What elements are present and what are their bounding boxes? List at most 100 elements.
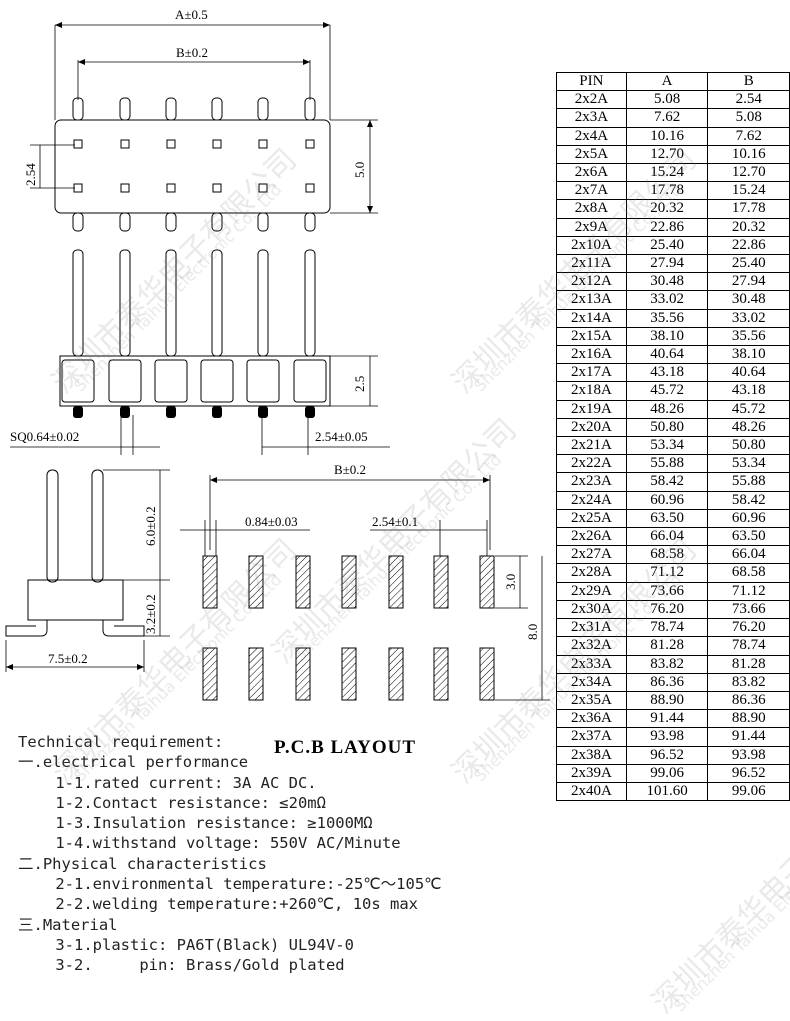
- pin-tip-bottom: [72, 212, 84, 232]
- cell-pin: 2x17A: [556, 363, 627, 383]
- pin-square: [120, 183, 130, 193]
- header-pin: PIN: [556, 71, 627, 92]
- cell-pin: 2x26A: [556, 527, 627, 547]
- cell-b: 66.04: [707, 545, 790, 565]
- cell-pin: 2x29A: [556, 581, 627, 601]
- cell-b: 15.24: [707, 181, 790, 201]
- cell-pin: 2x14A: [556, 308, 627, 328]
- cell-b: 96.52: [707, 763, 790, 783]
- pin-square: [212, 139, 222, 149]
- pin-tip-top: [119, 97, 131, 121]
- cell-a: 66.04: [625, 527, 709, 547]
- pin-base: [120, 406, 130, 418]
- cell-b: 17.78: [707, 199, 790, 219]
- cell-b: 2.54: [707, 90, 790, 110]
- header-a: A: [625, 71, 709, 92]
- dim-b-pcb: B±0.2: [334, 462, 366, 477]
- cell-b: 99.06: [707, 781, 790, 802]
- cell-a: 81.28: [625, 636, 709, 656]
- pcb-pad: [388, 647, 404, 701]
- cell-pin: 2x16A: [556, 345, 627, 365]
- cell-a: 38.10: [625, 326, 709, 347]
- cell-pin: 2x11A: [556, 254, 627, 274]
- cell-b: 5.08: [707, 108, 790, 128]
- pin-tip-bottom: [304, 212, 316, 232]
- cell-b: 22.86: [707, 235, 790, 256]
- cell-b: 78.74: [707, 636, 790, 656]
- cell-pin: 2x33A: [556, 654, 627, 674]
- tech-line: 2-1.environmental temperature:-25℃～105℃: [18, 875, 442, 894]
- cell-pin: 2x2A: [556, 90, 627, 110]
- pin-shaft: [304, 249, 316, 357]
- dim-body-h: 2.5: [352, 376, 367, 392]
- dim-body-height: 3.2±0.2: [143, 594, 158, 634]
- cell-a: 76.20: [625, 599, 709, 620]
- pin-square: [73, 139, 83, 149]
- pin-tip-bottom: [165, 212, 177, 232]
- cell-pin: 2x15A: [556, 326, 627, 347]
- cell-a: 25.40: [625, 235, 709, 256]
- pin-square: [258, 139, 268, 149]
- cell-a: 22.86: [625, 217, 709, 237]
- pcb-pad: [202, 647, 218, 701]
- cell-b: 12.70: [707, 163, 790, 183]
- cell-b: 81.28: [707, 654, 790, 674]
- tech-line: 1-3.Insulation resistance: ≥1000MΩ: [18, 814, 373, 833]
- pin-base: [166, 406, 176, 418]
- cell-b: 68.58: [707, 563, 790, 583]
- cell-pin: 2x37A: [556, 727, 627, 747]
- cell-a: 60.96: [625, 490, 709, 510]
- dim-pad-h: 3.0: [503, 574, 518, 590]
- cell-b: 40.64: [707, 363, 790, 383]
- cell-pin: 2x7A: [556, 181, 627, 201]
- cell-pin: 2x13A: [556, 290, 627, 310]
- cell-a: 5.08: [625, 90, 709, 110]
- cell-pin: 2x39A: [556, 763, 627, 783]
- cell-a: 71.12: [625, 563, 709, 583]
- pin-tip-top: [257, 97, 269, 121]
- cell-pin: 2x28A: [556, 563, 627, 583]
- cell-pin: 2x38A: [556, 745, 627, 765]
- cell-a: 17.78: [625, 181, 709, 201]
- cell-a: 93.98: [625, 727, 709, 747]
- cell-a: 58.42: [625, 472, 709, 492]
- cell-b: 55.88: [707, 472, 790, 492]
- tech-line: 1-1.rated current: 3A AC DC.: [18, 773, 317, 792]
- cell-b: 88.90: [707, 709, 790, 729]
- pin-square: [305, 183, 315, 193]
- cell-b: 45.72: [707, 399, 790, 419]
- cell-pin: 2x20A: [556, 417, 627, 438]
- cell-a: 20.32: [625, 199, 709, 219]
- cell-a: 78.74: [625, 618, 709, 638]
- cell-a: 10.16: [625, 126, 709, 146]
- pin-square: [305, 139, 315, 149]
- pcb-pad: [479, 555, 495, 609]
- tech-line: 1-4.withstand voltage: 550V AC/Minute: [18, 834, 401, 853]
- pin-square: [166, 139, 176, 149]
- pin-square: [166, 183, 176, 193]
- cell-pin: 2x6A: [556, 163, 627, 183]
- cell-pin: 2x22A: [556, 454, 627, 474]
- cell-a: 40.64: [625, 345, 709, 365]
- dim-pin-height: 6.0±0.2: [143, 506, 158, 546]
- cell-a: 68.58: [625, 545, 709, 565]
- pin-shaft: [257, 249, 269, 357]
- cell-a: 30.48: [625, 272, 709, 292]
